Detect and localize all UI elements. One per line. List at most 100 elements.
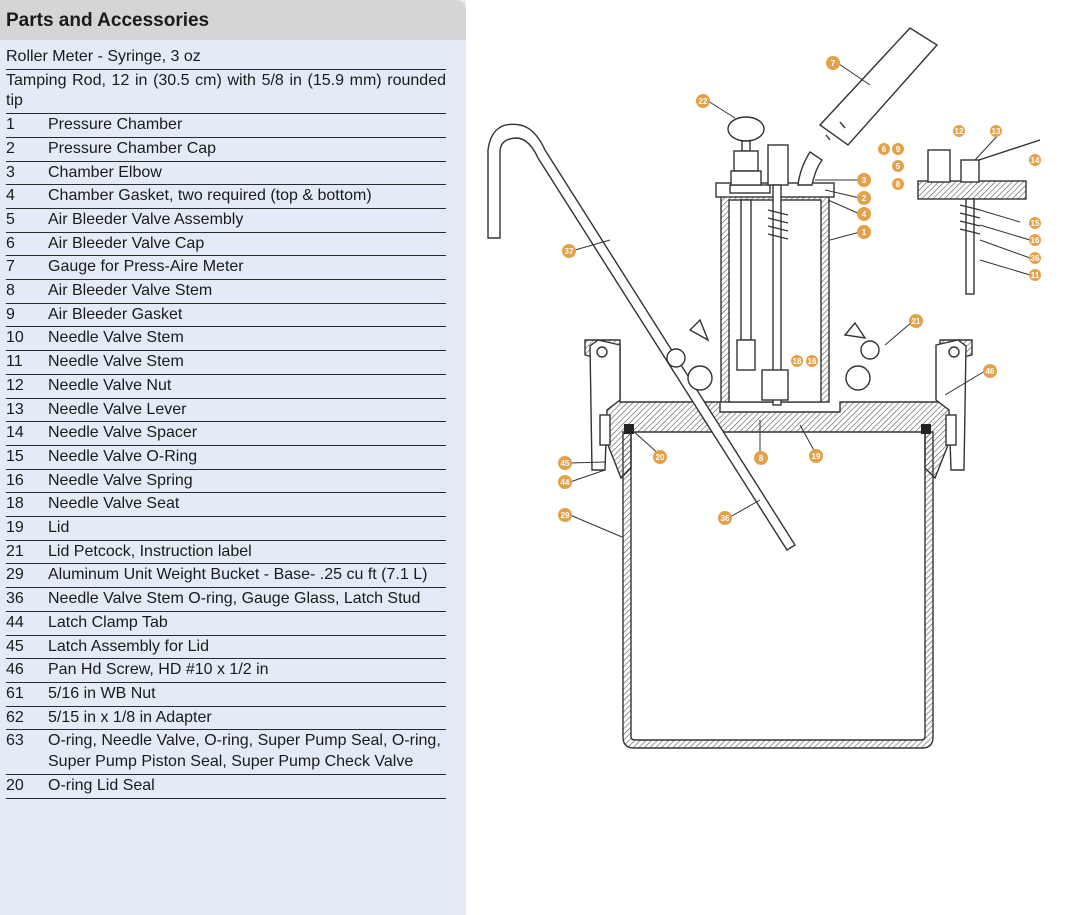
part-description: 5/15 in x 1/8 in Adapter <box>48 708 212 726</box>
part-description: Latch Assembly for Lid <box>48 637 209 655</box>
part-number: 8 <box>6 282 15 300</box>
part-number: 13 <box>6 400 24 418</box>
part-description: Pressure Chamber <box>48 116 183 134</box>
parts-row: 46 Pan Hd Screw, HD #10 x 1/2 in <box>6 659 446 683</box>
svg-text:1: 1 <box>862 228 867 237</box>
part-description: Chamber Gasket, two required (top & bott… <box>48 187 372 205</box>
part-description: Air Bleeder Valve Stem <box>48 282 213 300</box>
callout-16: 16 <box>806 355 818 367</box>
lid-seal-right <box>921 424 931 434</box>
part-description: Needle Valve Stem <box>48 329 184 347</box>
part-number: 63 <box>6 732 24 750</box>
callout-37: 37 <box>562 244 576 258</box>
part-number: 45 <box>6 637 24 655</box>
part-number: 14 <box>6 424 24 442</box>
svg-text:16: 16 <box>808 357 817 366</box>
part-number: 46 <box>6 661 24 679</box>
part-number: 7 <box>6 258 15 276</box>
svg-text:20: 20 <box>656 453 665 462</box>
part-description: Chamber Elbow <box>48 163 162 181</box>
parts-row: 4 Chamber Gasket, two required (top & bot… <box>6 185 446 209</box>
svg-text:22: 22 <box>699 97 708 106</box>
part-description: Aluminum Unit Weight Bucket - Base- .25 … <box>48 566 428 584</box>
callout-8: 8 <box>892 178 904 190</box>
parts-list: Roller Meter - Syringe, 3 oz Tamping Rod,… <box>6 46 446 799</box>
part-description: 5/16 in WB Nut <box>48 684 156 702</box>
needle-valve-stem <box>761 144 789 406</box>
part-number: 4 <box>6 187 15 205</box>
part-number: 5 <box>6 210 15 228</box>
callout-4: 4 <box>857 207 871 221</box>
part-number: 62 <box>6 708 24 726</box>
svg-text:6: 6 <box>882 145 887 154</box>
latch-right <box>935 339 967 471</box>
svg-text:16: 16 <box>1031 236 1040 245</box>
callout-44: 44 <box>558 475 572 489</box>
part-number: 44 <box>6 613 24 631</box>
part-description: Lid Petcock, Instruction label <box>48 542 252 560</box>
tamping-rod <box>487 123 796 551</box>
svg-text:8: 8 <box>759 454 764 463</box>
part-description: Lid <box>48 519 70 537</box>
callout-7: 7 <box>826 56 840 70</box>
part-description: O-ring Lid Seal <box>48 776 155 794</box>
petcock-left <box>666 318 713 391</box>
parts-row: 5 Air Bleeder Valve Assembly <box>6 209 446 233</box>
callout-9: 9 <box>892 143 904 155</box>
callout-36b: 36 <box>1029 252 1041 264</box>
parts-row: Tamping Rod, 12 in (30.5 cm) with 5/8 in… <box>6 70 446 115</box>
part-description: Needle Valve Seat <box>48 495 180 513</box>
air-bleeder-valve <box>727 116 765 371</box>
gauge <box>797 27 939 186</box>
callout-20: 20 <box>653 450 667 464</box>
callout-21: 21 <box>909 314 923 328</box>
part-number: 11 <box>6 353 23 371</box>
part-number: 16 <box>6 471 24 489</box>
part-description: Pan Hd Screw, HD #10 x 1/2 in <box>48 661 269 679</box>
svg-text:3: 3 <box>862 176 867 185</box>
callout-45: 45 <box>558 456 572 470</box>
svg-text:11: 11 <box>1031 271 1040 280</box>
svg-text:19: 19 <box>812 452 821 461</box>
part-description: Needle Valve Spring <box>48 471 193 489</box>
svg-text:14: 14 <box>1031 156 1040 165</box>
part-description: Needle Valve Lever <box>48 400 187 418</box>
callout-14: 14 <box>1029 154 1041 166</box>
latch-left <box>589 339 621 471</box>
svg-text:46: 46 <box>986 367 995 376</box>
part-number: 29 <box>6 566 24 584</box>
callout-13: 13 <box>990 125 1002 137</box>
svg-text:29: 29 <box>561 511 570 520</box>
callout-11: 11 <box>1029 269 1041 281</box>
part-number: 2 <box>6 139 15 157</box>
part-description: Needle Valve Spacer <box>48 424 198 442</box>
callout-6: 6 <box>878 143 890 155</box>
parts-row: 45 Latch Assembly for Lid <box>6 636 446 660</box>
part-description: Needle Valve Nut <box>48 376 172 394</box>
callout-18: 18 <box>791 355 803 367</box>
part-description: Air Bleeder Valve Assembly <box>48 210 244 228</box>
part-description: Roller Meter - Syringe, 3 oz <box>6 48 201 65</box>
part-number: 6 <box>6 234 15 252</box>
part-number: 15 <box>6 447 24 465</box>
svg-text:13: 13 <box>992 127 1001 136</box>
parts-panel: Parts and Accessories Roller Meter - Syr… <box>0 0 466 915</box>
parts-row: Roller Meter - Syringe, 3 oz <box>6 46 446 70</box>
part-description: Needle Valve Stem O-ring, Gauge Glass, L… <box>48 590 421 608</box>
callout-12: 12 <box>953 125 965 137</box>
part-description: Needle Valve Stem <box>48 353 184 371</box>
svg-text:18: 18 <box>793 357 802 366</box>
callout-15: 15 <box>1029 217 1041 229</box>
callout-22: 22 <box>696 94 710 108</box>
parts-row: 8 Air Bleeder Valve Stem <box>6 280 446 304</box>
